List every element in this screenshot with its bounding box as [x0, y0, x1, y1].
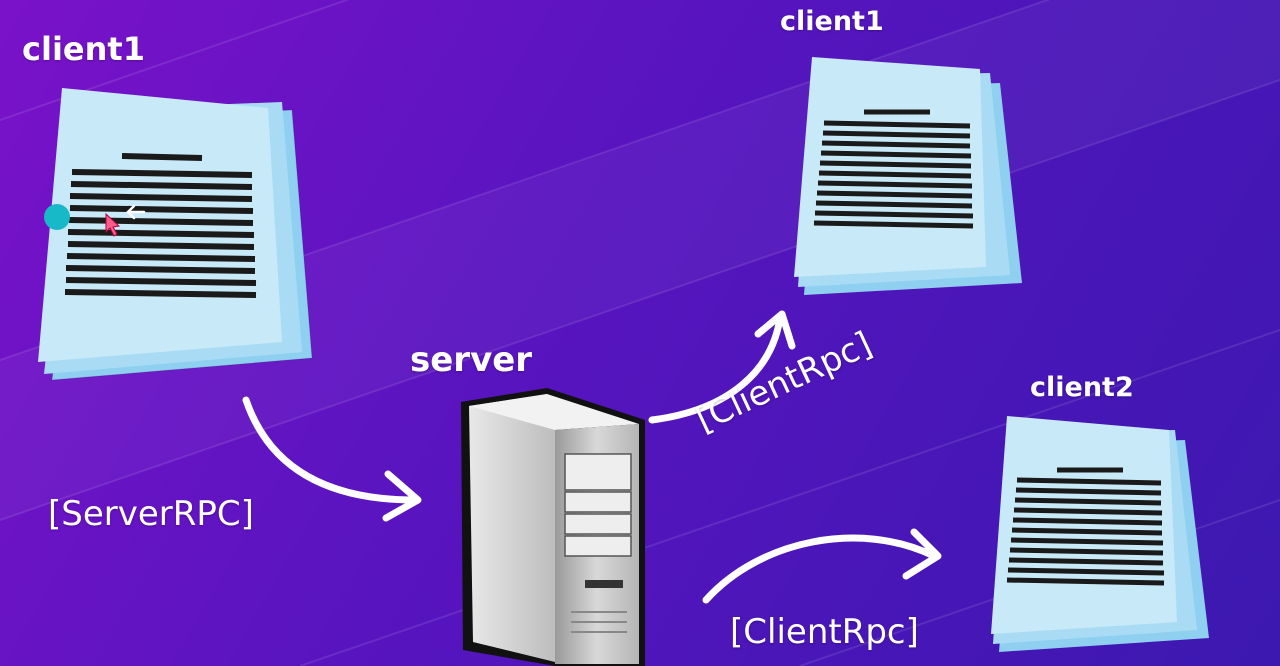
curved-arrow-icon-server-rpc: [242, 396, 419, 504]
client1-label-left: client1: [22, 30, 145, 68]
server-side: [469, 394, 555, 662]
curved-arrow-icon-client-rpc-up: [648, 314, 784, 424]
client1-label-right: client1: [780, 6, 884, 37]
server-top: [469, 394, 639, 430]
curved-arrow-head-client-rpc-down: [902, 528, 942, 580]
curved-arrow-icon-client-rpc-down: [702, 534, 938, 604]
document-stack-icon-client2: [991, 416, 1209, 652]
server-label: server: [410, 340, 533, 380]
document-stack-icon-client1-left: [38, 88, 313, 381]
pointer-arrow-icon: [126, 204, 146, 220]
document-stack-icon-client1-right: [794, 57, 1022, 295]
server-rpc-label: [ServerRPC]: [48, 494, 254, 534]
server-tower-icon: [461, 388, 645, 666]
curved-arrow-head-client-rpc-up: [754, 310, 796, 350]
drive-bays: [564, 453, 632, 557]
server-slot: [585, 580, 623, 588]
click-indicator-dot: [44, 204, 70, 230]
client2-label: client2: [1030, 372, 1134, 403]
curved-arrow-head-server-rpc: [382, 470, 422, 522]
client-rpc-label-down: [ClientRpc]: [730, 612, 919, 652]
mouse-cursor-icon: [105, 212, 121, 237]
